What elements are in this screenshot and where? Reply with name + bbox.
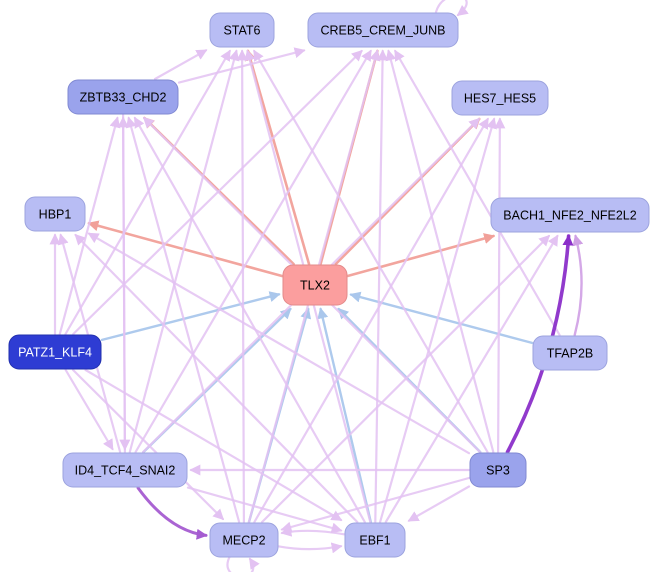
edge-ZBTB33_CHD2-STAT6[interactable] (153, 49, 208, 81)
edge-TFAP2B-TLX2[interactable] (349, 291, 534, 345)
edge-TLX2-HBP1[interactable] (87, 220, 284, 278)
node-shape[interactable] (209, 522, 279, 558)
node-ID4_TCF4_SNAI2[interactable]: ID4_TCF4_SNAI2 (62, 452, 188, 488)
node-TLX2[interactable]: TLX2 (282, 264, 348, 306)
edge-MECP2-STAT6[interactable] (236, 49, 248, 524)
node-PATZ1_KLF4[interactable]: PATZ1_KLF4 (8, 334, 102, 370)
edge-EBF1-MECP2[interactable] (280, 525, 346, 537)
node-HES7_HES5[interactable]: HES7_HES5 (451, 80, 549, 116)
node-shape[interactable] (344, 522, 406, 558)
edge-MECP2-MECP2[interactable] (226, 554, 260, 572)
edge-ID4_TCF4_SNAI2-EBF1[interactable] (186, 486, 343, 534)
edge-SP3-MECP2[interactable] (280, 476, 471, 533)
edge-CREB5_CREM_JUNB-CREB5_CREM_JUNB[interactable] (434, 0, 469, 17)
node-SP3[interactable]: SP3 (469, 452, 527, 488)
node-EBF1[interactable]: EBF1 (344, 522, 406, 558)
node-layer: STAT6 CREB5_CREM_JUNB ZBTB33_CHD2 HES7_HES5… (8, 12, 650, 558)
edge-EBF1-CREB5_CREM_JUNB[interactable] (374, 49, 389, 524)
edge-ZBTB33_CHD2-CREB5_CREM_JUNB[interactable] (177, 47, 306, 84)
node-shape[interactable] (451, 80, 549, 116)
node-CREB5_CREM_JUNB[interactable]: CREB5_CREM_JUNB (307, 12, 459, 48)
edge-PATZ1_KLF4-ZBTB33_CHD2[interactable] (58, 116, 121, 336)
node-shape[interactable] (307, 12, 459, 48)
node-ZBTB33_CHD2[interactable]: ZBTB33_CHD2 (67, 79, 179, 115)
node-shape[interactable] (8, 334, 102, 370)
edge-SP3-STAT6[interactable] (253, 49, 489, 454)
edge-PATZ1_KLF4-TLX2[interactable] (100, 291, 281, 342)
node-BACH1_NFE2_NFE2L2[interactable]: BACH1_NFE2_NFE2L2 (490, 197, 650, 233)
edge-ZBTB33_CHD2-ID4_TCF4_SNAI2[interactable] (119, 113, 131, 451)
node-shape[interactable] (209, 12, 275, 48)
node-shape[interactable] (490, 197, 650, 233)
node-shape[interactable] (282, 264, 348, 306)
edge-TFAP2B-CREB5_CREM_JUNB[interactable] (394, 49, 561, 337)
node-STAT6[interactable]: STAT6 (209, 12, 275, 48)
node-TFAP2B[interactable]: TFAP2B (532, 335, 608, 371)
edge-ID4_TCF4_SNAI2-STAT6[interactable] (128, 49, 240, 454)
edge-layer (49, 0, 584, 572)
edge-SP3-HBP1[interactable] (87, 232, 471, 455)
edge-PATZ1_KLF4-MECP2[interactable] (72, 368, 225, 521)
node-shape[interactable] (469, 452, 527, 488)
edge-PATZ1_KLF4-ID4_TCF4_SNAI2[interactable] (64, 368, 114, 451)
edge-SP3-CREB5_CREM_JUNB[interactable] (385, 49, 495, 454)
node-shape[interactable] (62, 452, 188, 488)
edge-TFAP2B-BACH1_NFE2_NFE2L2[interactable] (572, 234, 584, 337)
edge-MECP2-HES7_HES5[interactable] (253, 117, 489, 524)
edge-EBF1-TLX2[interactable] (317, 307, 372, 524)
edge-EBF1-HES7_HES5[interactable] (379, 117, 497, 524)
edge-SP3-EBF1[interactable] (407, 485, 471, 522)
node-shape[interactable] (24, 196, 86, 232)
edge-ID4_TCF4_SNAI2-MECP2[interactable] (136, 486, 208, 540)
edge-EBF1-HBP1[interactable] (74, 233, 359, 524)
edge-EBF1-BACH1_NFE2_NFE2L2[interactable] (384, 234, 559, 524)
edge-MECP2-BACH1_NFE2_NFE2L2[interactable] (261, 234, 551, 524)
edge-TLX2-STAT6[interactable] (245, 49, 311, 266)
edge-PATZ1_KLF4-EBF1[interactable] (84, 368, 343, 522)
node-MECP2[interactable]: MECP2 (209, 522, 279, 558)
edge-MECP2-EBF1[interactable] (277, 542, 343, 554)
edge-MECP2-ZBTB33_CHD2[interactable] (125, 116, 241, 524)
edge-ID4_TCF4_SNAI2-CREB5_CREM_JUNB[interactable] (134, 49, 372, 454)
edge-EBF1-ZBTB33_CHD2[interactable] (133, 116, 366, 524)
edge-TLX2-BACH1_NFE2_NFE2L2[interactable] (346, 233, 496, 278)
node-HBP1[interactable]: HBP1 (24, 196, 86, 232)
node-shape[interactable] (532, 335, 608, 371)
node-shape[interactable] (67, 79, 179, 115)
